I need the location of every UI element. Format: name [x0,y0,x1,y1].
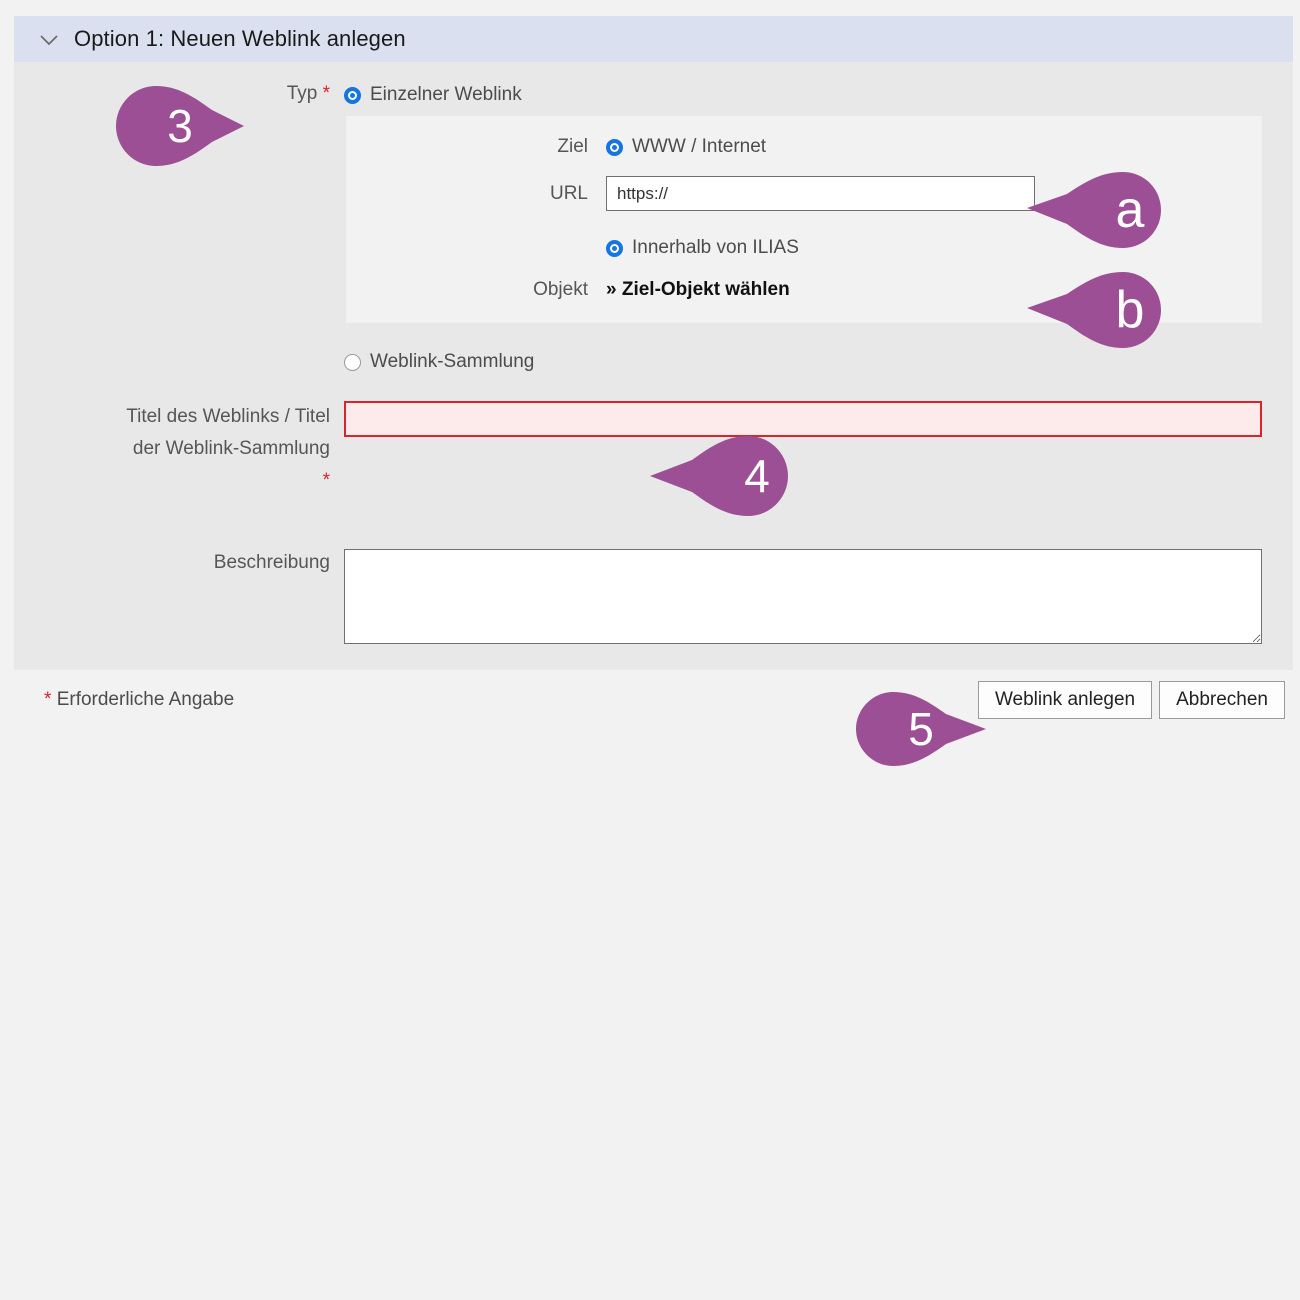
field-control-objekt: » Ziel-Objekt wählen [606,275,1262,305]
label-titel-line1: Titel des Weblinks / Titel [126,406,330,427]
ziel-subpanel: Ziel WWW / Internet URL [346,116,1262,323]
field-control-titel [344,401,1293,437]
label-beschreibung: Beschreibung [213,552,330,573]
field-control-url [606,176,1262,211]
required-note: * Erforderliche Angabe [44,689,234,711]
radio-icon-innerhalb-von-ilias[interactable] [606,239,623,257]
form-header[interactable]: Option 1: Neuen Weblink anlegen [14,16,1293,62]
radio-innerhalb-von-ilias[interactable]: Innerhalb von ILIAS [606,233,1262,263]
url-input[interactable] [606,176,1035,211]
field-control-beschreibung [344,549,1293,644]
titel-input[interactable] [344,401,1262,437]
label-url: URL [549,183,588,204]
radio-label-weblink-sammlung: Weblink-Sammlung [370,351,535,372]
label-titel-line2: der Weblink-Sammlung [132,438,330,459]
required-marker-titel: * [322,470,330,491]
label-titel: Titel des Weblinks / Titel der Weblink-S… [14,401,344,497]
radio-label-innerhalb-von-ilias: Innerhalb von ILIAS [632,237,799,258]
field-row-typ: Typ * Einzelner Weblink Ziel WWW / [14,62,1293,377]
weblink-anlegen-button[interactable]: Weblink anlegen [977,681,1153,719]
radio-weblink-sammlung[interactable]: Weblink-Sammlung [344,347,1293,377]
form-header-title: Option 1: Neuen Weblink anlegen [74,26,406,51]
radio-einzelner-weblink[interactable]: Einzelner Weblink [344,80,1293,110]
radio-www-internet[interactable]: WWW / Internet [606,132,1262,162]
radio-icon-weblink-sammlung[interactable] [344,353,361,371]
form-footer: * Erforderliche Angabe Weblink anlegen A… [14,670,1293,730]
field-control-typ: Einzelner Weblink Ziel WWW / Internet [344,80,1293,377]
label-ilias-spacer [346,233,606,263]
form-body: Typ * Einzelner Weblink Ziel WWW / [14,62,1293,670]
field-control-ziel: WWW / Internet [606,132,1262,162]
label-ziel: Ziel [557,136,588,157]
required-note-text: Erforderliche Angabe [56,689,235,710]
footer-buttons: Weblink anlegen Abbrechen [977,681,1285,719]
abbrechen-button[interactable]: Abbrechen [1159,681,1285,719]
field-row-url: URL [346,176,1262,211]
required-marker-typ: * [322,83,330,104]
radio-label-einzelner-weblink: Einzelner Weblink [370,84,522,105]
required-marker-footer: * [44,689,52,710]
field-row-beschreibung: Beschreibung [14,549,1293,670]
field-row-titel: Titel des Weblinks / Titel der Weblink-S… [14,401,1293,497]
beschreibung-textarea[interactable] [344,549,1262,644]
field-row-ilias: Innerhalb von ILIAS [346,233,1262,263]
radio-label-www-internet: WWW / Internet [632,136,767,157]
radio-icon-einzelner-weblink[interactable] [344,86,361,104]
field-row-ziel: Ziel WWW / Internet [346,132,1262,162]
label-objekt: Objekt [533,279,588,300]
field-control-ilias: Innerhalb von ILIAS [606,233,1262,263]
label-typ: Typ * [14,80,344,107]
chevron-down-icon[interactable] [36,26,62,52]
ziel-objekt-waehlen-link[interactable]: » Ziel-Objekt wählen [606,279,790,300]
weblink-form-panel: Option 1: Neuen Weblink anlegen Typ * Ei… [14,16,1293,730]
label-typ-text: Typ [286,83,318,104]
field-row-objekt: Objekt » Ziel-Objekt wählen [346,275,1262,305]
radio-icon-www-internet[interactable] [606,138,623,156]
